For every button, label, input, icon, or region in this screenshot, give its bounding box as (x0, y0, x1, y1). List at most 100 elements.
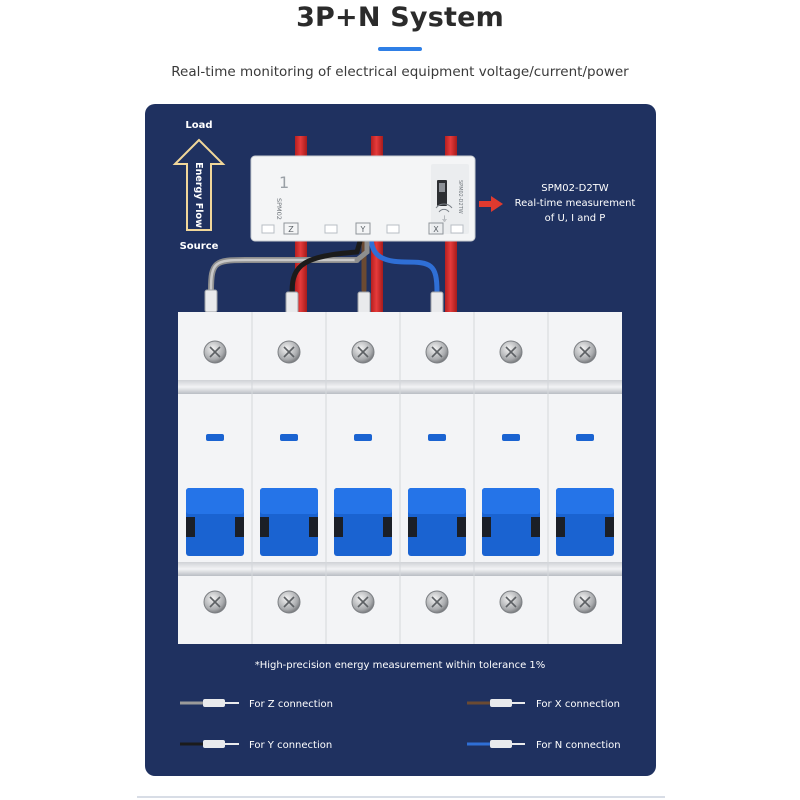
energy-flow-indicator: Load Energy Flow Source (172, 120, 226, 252)
wire-ferrules (204, 289, 444, 315)
wire-legend: For Z connection For Y connection For X … (180, 699, 621, 751)
source-label: Source (180, 241, 219, 252)
meter-callout: SPM02-D2TW Real-time measurement of U, I… (479, 183, 635, 224)
ferrule-z (204, 289, 218, 313)
terminal-x-label: X (433, 225, 439, 234)
screw-slot (283, 346, 295, 358)
meter-digit: 1 (279, 173, 289, 192)
antenna-icon: ⏚ (441, 215, 448, 223)
spm02-meter: 1 SPM02 SPM02-D2TW ⏚ Z Y X (250, 155, 476, 242)
handle-notch-right (605, 517, 614, 537)
energy-flow-arrow-icon (172, 138, 226, 231)
breaker-handle-top (186, 488, 244, 514)
screw-slot (357, 596, 369, 608)
legend-ferrule-n (490, 740, 512, 748)
screw-slot (209, 596, 221, 608)
ferrule-y (285, 291, 299, 315)
legend-item-z: For Z connection (180, 699, 333, 710)
breaker-pole (547, 312, 614, 644)
screw-slot (431, 346, 443, 358)
handle-notch-right (235, 517, 244, 537)
screw-slot (579, 596, 591, 608)
terminal-y-label: Y (360, 225, 366, 234)
circuit-breaker-block (178, 312, 622, 644)
breaker-poles (186, 312, 614, 644)
screw-slot (505, 346, 517, 358)
status-indicator (354, 434, 372, 441)
screw-slot (505, 596, 517, 608)
energy-flow-label: Energy Flow (193, 162, 204, 228)
meter-body (250, 155, 476, 242)
screw-slot (283, 596, 295, 608)
breaker-handle-top (408, 488, 466, 514)
legend-label-y: For Y connection (249, 740, 332, 751)
callout-model: SPM02-D2TW (541, 183, 609, 194)
handle-notch-right (531, 517, 540, 537)
legend-item-n: For N connection (467, 740, 621, 751)
breaker-pole (399, 312, 466, 644)
breaker-handle-top (260, 488, 318, 514)
screw-slot (579, 346, 591, 358)
callout-line-3: of U, I and P (545, 213, 606, 224)
page-subtitle: Real-time monitoring of electrical equip… (171, 64, 629, 80)
breaker-pole (473, 312, 540, 644)
footer-divider (137, 796, 665, 798)
terminal-z (283, 222, 299, 235)
handle-notch-left (334, 517, 343, 537)
wire-z (208, 257, 360, 293)
wire-z-highlight (209, 258, 359, 292)
handle-notch-left (260, 517, 269, 537)
handle-notch-left (408, 517, 417, 537)
legend-item-y: For Y connection (180, 740, 332, 751)
load-label: Load (185, 120, 212, 131)
title-accent-bar (378, 47, 422, 51)
page-title: 3P+N System (296, 2, 504, 33)
terminal-slot (324, 224, 338, 234)
handle-notch-left (482, 517, 491, 537)
status-indicator (502, 434, 520, 441)
status-indicator (206, 434, 224, 441)
breaker-pole (186, 340, 244, 614)
measurement-wires (208, 231, 440, 295)
breaker-handle-top (482, 488, 540, 514)
ferrule-n (430, 291, 444, 315)
terminal-y (355, 222, 371, 235)
callout-line-2: Real-time measurement (515, 198, 636, 209)
handle-notch-left (186, 517, 195, 537)
handle-notch-left (556, 517, 565, 537)
wire-y (289, 249, 360, 295)
status-indicator (280, 434, 298, 441)
legend-label-n: For N connection (536, 740, 621, 751)
wiring-panel: Load Energy Flow Source 1 SPM02 SPM02-D2… (145, 104, 656, 776)
status-indicator (576, 434, 594, 441)
legend-ferrule-y (203, 740, 225, 748)
legend-ferrule-x (490, 699, 512, 707)
meter-terminals: Z Y X (261, 222, 464, 235)
meter-switch-knob (439, 183, 445, 192)
status-indicator (428, 434, 446, 441)
breaker-handle-top (334, 488, 392, 514)
screw-slot (431, 596, 443, 608)
legend-item-x: For X connection (467, 699, 620, 710)
terminal-slot (261, 224, 275, 234)
breaker-pole (251, 312, 318, 644)
breaker-pole (325, 312, 392, 644)
handle-notch-right (309, 517, 318, 537)
legend-ferrule-z (203, 699, 225, 707)
handle-notch-right (457, 517, 466, 537)
breaker-handle-top (556, 488, 614, 514)
legend-label-x: For X connection (536, 699, 620, 710)
handle-notch-right (383, 517, 392, 537)
wire-n (368, 233, 440, 295)
screw-slot (357, 346, 369, 358)
accuracy-note: *High-precision energy measurement withi… (255, 660, 546, 671)
wifi-icon (435, 203, 453, 213)
legend-label-z: For Z connection (249, 699, 333, 710)
screw-slot (209, 346, 221, 358)
terminal-x (428, 222, 444, 235)
terminal-z-label: Z (288, 225, 294, 234)
terminal-slot (450, 224, 464, 234)
meter-side-model: SPM02-D2TW (457, 180, 463, 214)
callout-arrow-icon (479, 196, 503, 212)
ferrule-x (357, 291, 371, 315)
